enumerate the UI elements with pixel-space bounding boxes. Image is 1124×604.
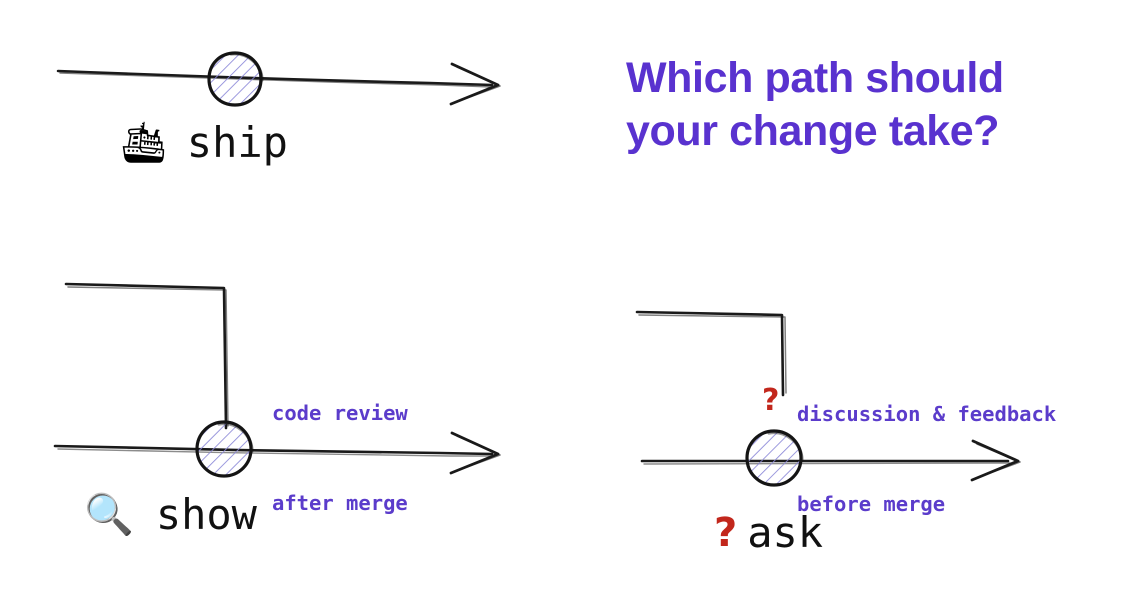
timeline-ship xyxy=(56,51,501,107)
path-label-ship-text: ship xyxy=(186,118,288,167)
title-line-1: Which path should xyxy=(626,54,1004,102)
annotation-ask-line-1: discussion & feedback xyxy=(797,402,1057,427)
annotation-show-line-2: after merge xyxy=(272,490,408,515)
question-mark-glyph: ? xyxy=(714,510,738,556)
slide-title: Which path should your change take? xyxy=(626,52,1096,159)
annotation-show: code review after merge xyxy=(272,340,408,578)
ship-emoji: 🛳 xyxy=(118,120,169,166)
annotation-ask-line-2: before merge xyxy=(797,491,946,516)
title-line-2: your change take? xyxy=(626,107,1000,156)
annotation-ask: discussion & feedback before merge xyxy=(797,341,1056,579)
path-label-show-text: show xyxy=(155,490,257,539)
annotation-show-line-1: code review xyxy=(272,401,408,426)
path-label-ask: ? ask xyxy=(714,512,823,554)
path-label-show: 🔍 show xyxy=(84,494,257,536)
question-mark-icon: ? xyxy=(762,383,780,418)
path-label-ship: 🛳 ship xyxy=(118,122,288,164)
path-label-ask-text: ask xyxy=(747,508,824,557)
magnifying-glass-emoji: 🔍 xyxy=(84,492,134,538)
